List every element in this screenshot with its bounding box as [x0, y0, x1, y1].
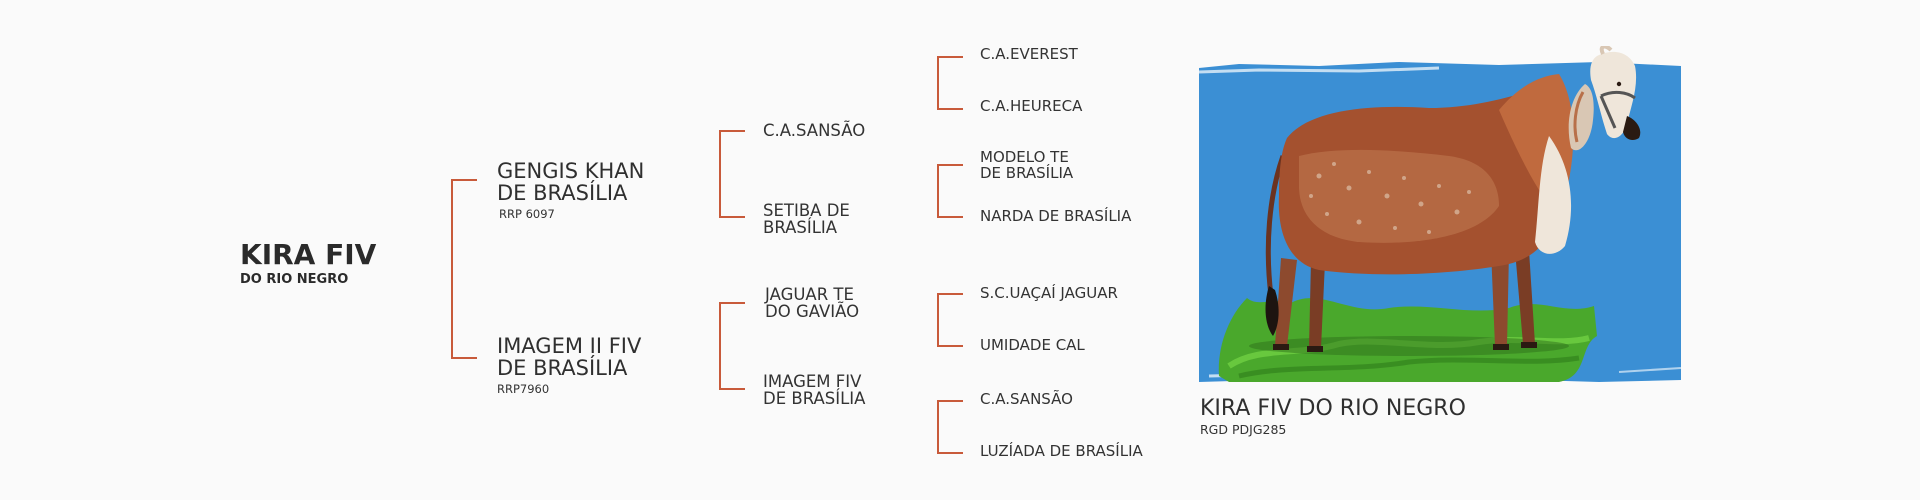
maternal-grandsire-name-line1: JAGUAR TE	[765, 285, 854, 304]
ggp-bracket-3	[937, 293, 963, 347]
great-grandparent-name-line2: DE BRASÍLIA	[980, 163, 1074, 182]
dam-block: IMAGEM II FIV DE BRASÍLIA RRP7960	[497, 335, 641, 395]
great-grandparent-5: S.C.UAÇAÍ JAGUAR	[980, 284, 1118, 302]
animal-photo	[1198, 44, 1682, 386]
ggp-bracket-1	[937, 56, 963, 110]
great-grandparent-8: LUZÍADA DE BRASÍLIA	[980, 442, 1143, 460]
great-grandparent-7: C.A.SANSÃO	[980, 390, 1073, 408]
dam-name-line2: DE BRASÍLIA	[497, 356, 628, 381]
subject-subtitle: DO RIO NEGRO	[240, 272, 349, 288]
maternal-granddam: IMAGEM FIV DE BRASÍLIA	[763, 373, 865, 408]
great-grandparent-name-line1: MODELO TE	[980, 148, 1069, 166]
sire-name-line1: GENGIS KHAN	[497, 159, 645, 183]
great-grandparent-3: MODELO TE DE BRASÍLIA	[980, 148, 1074, 182]
great-grandparent-name: UMIDADE CAL	[980, 336, 1085, 354]
photo-caption: KIRA FIV DO RIO NEGRO RGD PDJG285	[1200, 397, 1466, 436]
paternal-granddam-name-line1: SETIBA DE	[763, 201, 850, 220]
paternal-grandsire-name: C.A.SANSÃO	[763, 121, 866, 140]
paternal-grandsire: C.A.SANSÃO	[763, 121, 866, 140]
cow-illustration	[1198, 44, 1682, 382]
great-grandparent-2: C.A.HEURECA	[980, 97, 1083, 115]
maternal-grandsire-name-line2: DO GAVIÃO	[765, 302, 860, 322]
sire-parents-bracket	[719, 130, 745, 218]
dam-parents-bracket	[719, 302, 745, 390]
dam-name-line1: IMAGEM II FIV	[497, 334, 642, 358]
paternal-granddam-name-line2: BRASÍLIA	[763, 218, 838, 238]
great-grandparent-name: C.A.EVEREST	[980, 45, 1078, 63]
great-grandparent-6: UMIDADE CAL	[980, 336, 1085, 354]
sire-registration: RRP 6097	[499, 207, 555, 222]
maternal-granddam-name-line2: DE BRASÍLIA	[763, 389, 866, 409]
caption-registration: RGD PDJG285	[1200, 422, 1287, 438]
great-grandparent-4: NARDA DE BRASÍLIA	[980, 207, 1132, 225]
paternal-granddam: SETIBA DE BRASÍLIA	[763, 202, 850, 237]
ggp-bracket-2	[937, 164, 963, 218]
great-grandparent-1: C.A.EVEREST	[980, 45, 1078, 63]
sire-name-line2: DE BRASÍLIA	[497, 181, 628, 206]
ggp-bracket-4	[937, 400, 963, 454]
subject-name: KIRA FIV	[240, 238, 377, 271]
maternal-granddam-name-line1: IMAGEM FIV	[763, 372, 862, 391]
great-grandparent-name: C.A.SANSÃO	[980, 390, 1073, 408]
great-grandparent-name: S.C.UAÇAÍ JAGUAR	[980, 284, 1118, 302]
great-grandparent-name: C.A.HEURECA	[980, 97, 1083, 115]
caption-name: KIRA FIV DO RIO NEGRO	[1200, 396, 1466, 421]
great-grandparent-name: NARDA DE BRASÍLIA	[980, 207, 1132, 225]
parents-bracket	[451, 179, 477, 359]
sire-block: GENGIS KHAN DE BRASÍLIA RRP 6097	[497, 160, 644, 220]
great-grandparent-name: LUZÍADA DE BRASÍLIA	[980, 442, 1143, 460]
maternal-grandsire: JAGUAR TE DO GAVIÃO	[765, 286, 859, 321]
subject-block: KIRA FIV DO RIO NEGRO	[240, 240, 376, 287]
dam-registration: RRP7960	[497, 382, 550, 397]
